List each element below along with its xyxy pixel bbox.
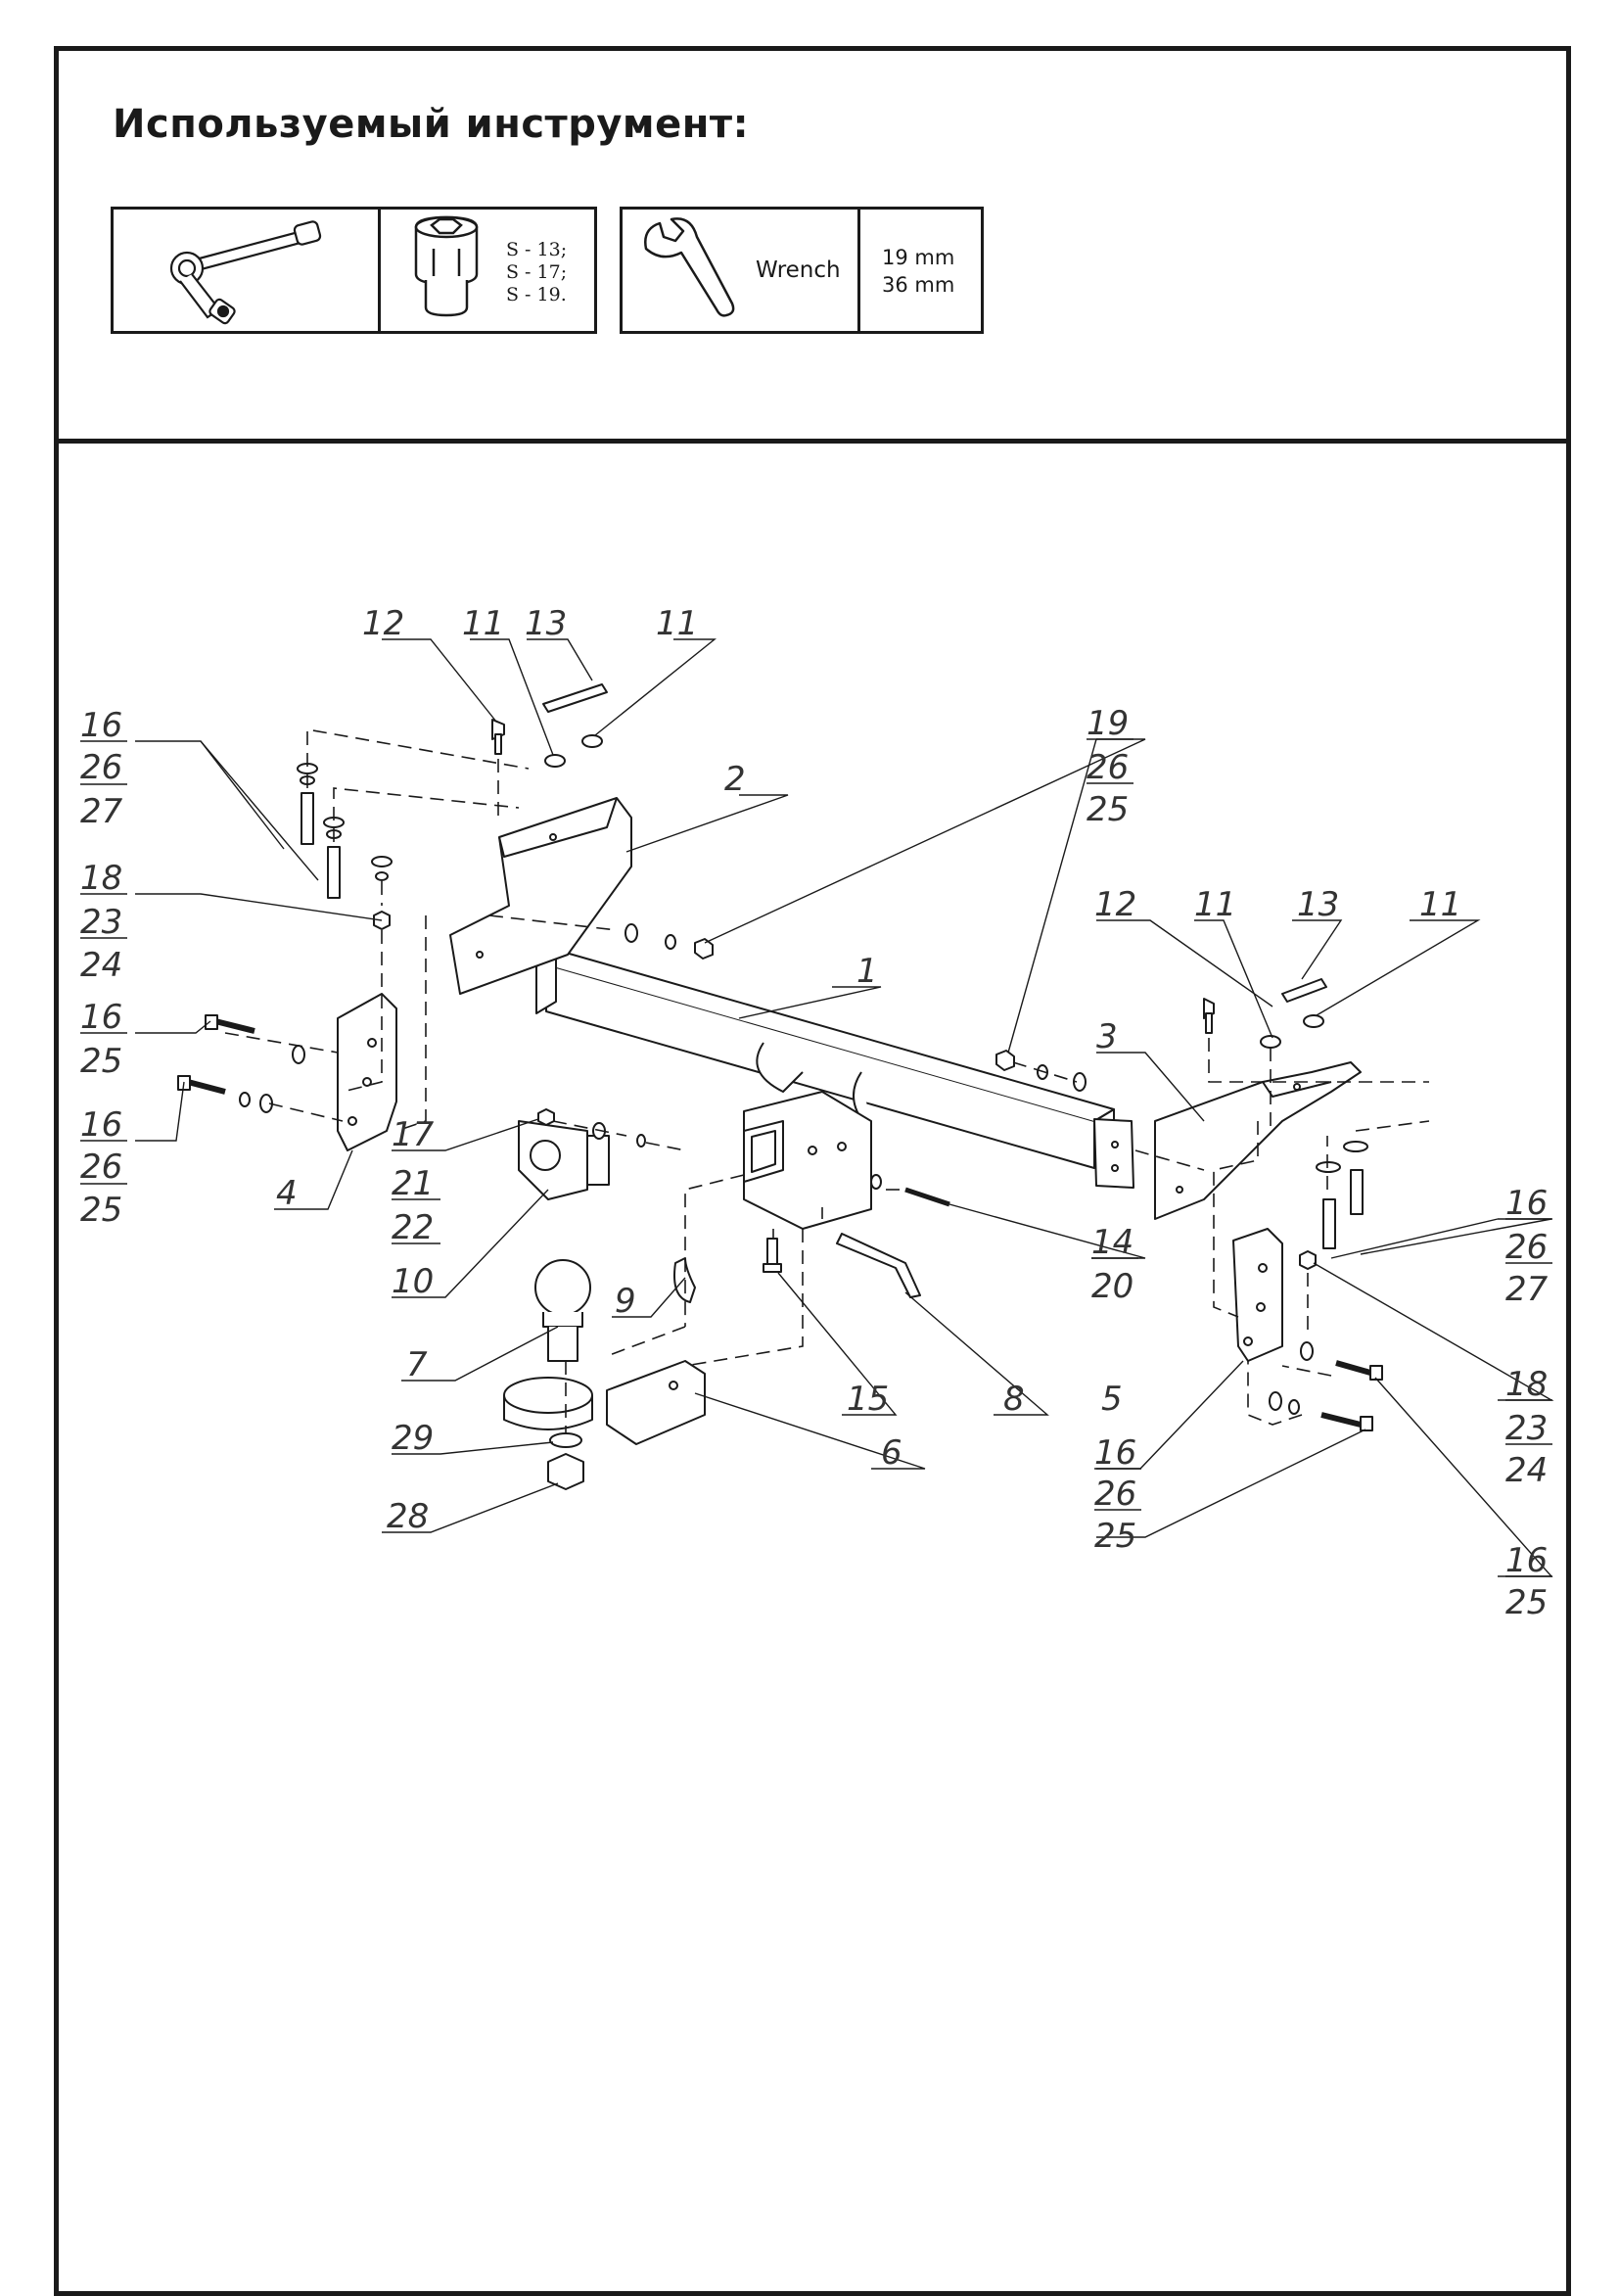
callout-8: 8: [1003, 1380, 1025, 1419]
receiver-hitch: [743, 1042, 872, 1230]
callout-16: 16: [1505, 1184, 1548, 1223]
washer-part-22: [636, 1134, 646, 1148]
callout-24: 24: [1505, 1451, 1548, 1490]
callout-26: 26: [1505, 1228, 1548, 1267]
fasteners-left-upper: [297, 683, 608, 930]
callout-10: 10: [392, 1262, 434, 1301]
washer-part-29: [549, 1432, 582, 1448]
callout-13: 13: [525, 604, 567, 643]
callout-20: 20: [1091, 1267, 1133, 1306]
callout-11: 11: [462, 604, 504, 643]
towing-plate-part-10: [518, 1120, 610, 1200]
callout-25: 25: [1087, 790, 1129, 829]
callout-25: 25: [1094, 1517, 1136, 1556]
socket-size-13: S - 13;: [506, 239, 568, 260]
wrench-sizes: 19 mm 36 mm: [882, 244, 954, 299]
crossbeam-part-1: [535, 952, 1134, 1189]
callout-11: 11: [1419, 885, 1461, 924]
callout-11: 11: [1194, 885, 1236, 924]
socket-size-17: S - 17;: [506, 261, 568, 283]
fasteners-left-side: [177, 1014, 305, 1113]
nut-part-28: [547, 1453, 584, 1490]
tow-ball-part-7: [534, 1259, 591, 1362]
callout-26: 26: [1087, 748, 1129, 787]
callout-26: 26: [1094, 1475, 1136, 1514]
callout-27: 27: [1505, 1270, 1549, 1309]
callout-25: 25: [1505, 1583, 1548, 1622]
socket-size-19: S - 19.: [506, 284, 567, 305]
callout-27: 27: [80, 792, 123, 831]
callout-22: 22: [392, 1208, 434, 1247]
callout-6: 6: [881, 1433, 902, 1473]
fasteners-right: [1203, 978, 1383, 1431]
washer-part-20: [870, 1174, 882, 1190]
callout-16: 16: [80, 1105, 122, 1145]
section-divider: [54, 439, 1571, 444]
callout-26: 26: [80, 1148, 122, 1187]
callout-15: 15: [847, 1380, 889, 1419]
wrench-tool-box: Wrench 19 mm 36 mm: [620, 207, 984, 334]
wrench-sizes-cell: 19 mm 36 mm: [857, 210, 981, 331]
callout-25: 25: [80, 1042, 122, 1081]
callout-9: 9: [615, 1282, 636, 1321]
callout-16: 16: [80, 998, 122, 1037]
callout-14: 14: [1091, 1223, 1133, 1262]
pin-part-8: [836, 1233, 921, 1298]
nut-part-17: [537, 1108, 555, 1126]
callout-18: 18: [80, 859, 122, 898]
ratchet-icon: [169, 220, 322, 325]
callout-1: 1: [856, 952, 878, 991]
bolt-part-14: [904, 1187, 950, 1207]
callout-19: 19: [1087, 704, 1129, 743]
fasteners-beam-ends: [624, 923, 1087, 1092]
assembly-lines: [224, 728, 1430, 1434]
callout-12: 12: [1094, 885, 1136, 924]
callout-23: 23: [1505, 1409, 1548, 1448]
callout-labels: 12 11 13 11 16 26 27 2 18 23 24 19 26 25…: [80, 604, 1549, 1622]
callout-underlines: [80, 738, 1552, 1577]
callout-25: 25: [80, 1191, 122, 1230]
callout-12: 12: [362, 604, 404, 643]
ball-mount-part-6: [503, 1360, 706, 1445]
callout-7: 7: [406, 1345, 428, 1384]
callout-26: 26: [80, 748, 122, 787]
socket-icon: [414, 215, 479, 317]
callout-16: 16: [1094, 1433, 1136, 1473]
callout-11: 11: [656, 604, 698, 643]
tools-title: Используемый инструмент:: [113, 102, 750, 147]
callout-3: 3: [1096, 1017, 1118, 1056]
callout-29: 29: [392, 1419, 434, 1458]
callout-23: 23: [80, 903, 122, 942]
socket-sizes: S - 13; S - 17; S - 19.: [506, 239, 567, 306]
wrench-label: Wrench: [756, 258, 841, 283]
bolt-part-15: [763, 1238, 782, 1273]
wrench-cell: Wrench: [623, 210, 857, 331]
socket-tool-box: S - 13; S - 17; S - 19.: [111, 207, 597, 334]
wrench-icon: [644, 217, 735, 317]
side-plate-part-4: [337, 993, 397, 1151]
callout-21: 21: [392, 1164, 434, 1203]
callout-2: 2: [724, 760, 746, 799]
callout-16: 16: [80, 706, 122, 745]
socket-cell: S - 13; S - 17; S - 19.: [378, 210, 594, 331]
wrench-size-36: 36 mm: [882, 273, 955, 297]
callout-28: 28: [387, 1497, 429, 1536]
callout-13: 13: [1297, 885, 1339, 924]
bracket-part-3: [1154, 1061, 1362, 1220]
callout-16: 16: [1505, 1541, 1548, 1580]
exploded-assembly-diagram: 12 11 13 11 16 26 27 2 18 23 24 19 26 25…: [80, 604, 1554, 1622]
callout-24: 24: [80, 946, 122, 985]
callout-18: 18: [1505, 1365, 1548, 1404]
wrench-size-19: 19 mm: [882, 246, 955, 269]
callout-17: 17: [392, 1115, 435, 1154]
ratchet-cell: [114, 210, 378, 331]
callout-4: 4: [276, 1174, 298, 1213]
callout-5: 5: [1101, 1380, 1123, 1419]
side-plate-part-5: [1232, 1228, 1283, 1362]
